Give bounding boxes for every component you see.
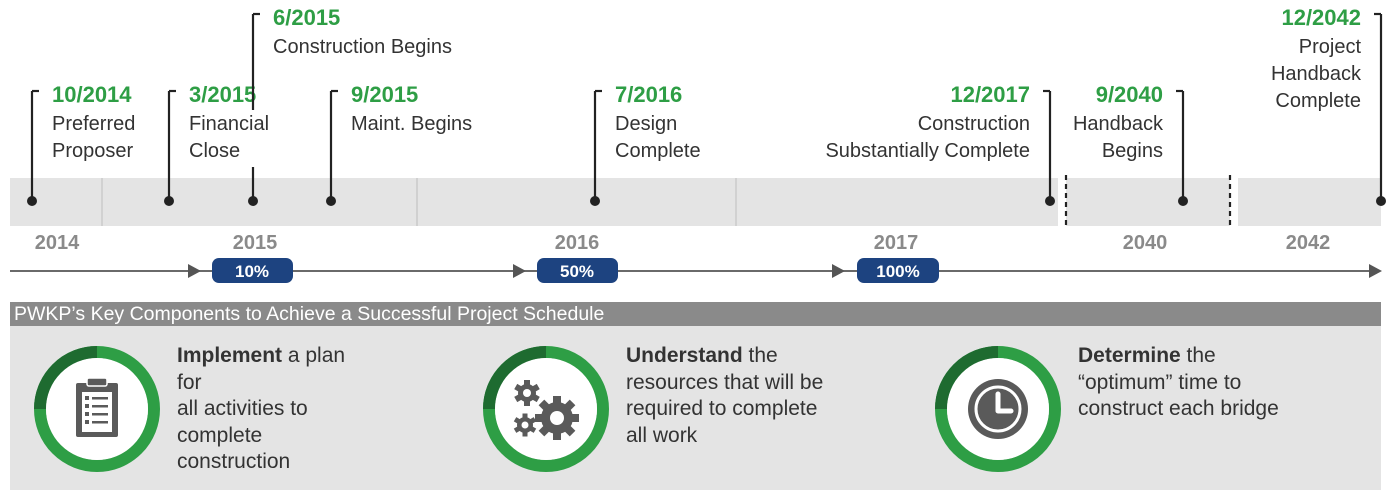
milestone-date: 12/2017	[950, 82, 1030, 107]
milestone-description: Construction Begins	[273, 36, 452, 58]
milestone-date: 10/2014	[52, 82, 132, 107]
milestone-description: Handback	[1073, 113, 1164, 135]
arrow-head-icon	[1369, 264, 1382, 278]
clipboard-checklist-icon	[34, 346, 160, 472]
progress-badge-label: 100%	[876, 262, 919, 281]
milestone-description: Complete	[1275, 90, 1361, 112]
milestone-dot	[27, 196, 37, 206]
milestone-date: 7/2016	[615, 82, 682, 107]
milestone-description: Complete	[615, 140, 701, 162]
milestone-description: Construction	[918, 113, 1030, 135]
time-break-gap	[1230, 178, 1238, 226]
component-understand: Understand the resources that will be re…	[483, 326, 883, 490]
milestone-dot	[164, 196, 174, 206]
milestone-dot	[248, 196, 258, 206]
milestone-description: Substantially Complete	[825, 140, 1030, 162]
clock-icon	[935, 346, 1061, 472]
milestone-description: Handback	[1271, 63, 1362, 85]
milestone-dot	[1376, 196, 1386, 206]
progress-badge: 50%	[537, 258, 618, 283]
progress-badge: 100%	[857, 258, 939, 283]
year-label: 2040	[1123, 232, 1168, 254]
key-components-banner: PWKP’s Key Components to Achieve a Succe…	[10, 302, 1381, 326]
gears-icon	[483, 346, 609, 472]
component-description: Determine the “optimum” time to construc…	[1078, 344, 1279, 420]
milestone-date: 12/2042	[1281, 5, 1361, 30]
progress-badge-label: 50%	[560, 262, 594, 281]
component-description: Implement a plan for all activities to c…	[177, 344, 346, 473]
milestone-dot	[326, 196, 336, 206]
milestone-date: 9/2040	[1096, 82, 1163, 107]
year-label: 2015	[233, 232, 278, 254]
milestone-dot	[1045, 196, 1055, 206]
milestone-description: Financial	[189, 113, 269, 135]
milestone-dot	[1178, 196, 1188, 206]
year-label: 2014	[35, 232, 80, 254]
arrow-head-icon	[513, 264, 526, 278]
component-determine: Determine the “optimum” time to construc…	[935, 326, 1355, 490]
milestone-description: Maint. Begins	[351, 113, 472, 135]
key-components-panel: Implement a plan for all activities to c…	[10, 326, 1381, 490]
milestone-description: Preferred	[52, 113, 135, 135]
time-break-gap	[1058, 178, 1066, 226]
milestone-date: 9/2015	[351, 82, 418, 107]
year-label: 2016	[555, 232, 600, 254]
year-label: 2017	[874, 232, 919, 254]
milestone-description: Begins	[1102, 140, 1163, 162]
milestone-dot	[590, 196, 600, 206]
component-description: Understand the resources that will be re…	[626, 344, 824, 447]
progress-badge-label: 10%	[235, 262, 269, 281]
milestone-description: Close	[189, 140, 240, 162]
milestone-description: Design	[615, 113, 677, 135]
project-timeline: 10/2014PreferredProposer3/2015FinancialC…	[10, 5, 1386, 283]
timeline-band	[10, 178, 1381, 226]
arrow-head-icon	[832, 264, 845, 278]
progress-badge: 10%	[212, 258, 293, 283]
arrow-head-icon	[188, 264, 201, 278]
year-label: 2042	[1286, 232, 1331, 254]
milestone-date: 6/2015	[273, 5, 340, 30]
milestone-date: 3/2015	[189, 82, 256, 107]
component-implement: Implement a plan for all activities to c…	[34, 326, 364, 490]
milestone-description: Proposer	[52, 140, 133, 162]
milestone-description: Project	[1299, 36, 1362, 58]
